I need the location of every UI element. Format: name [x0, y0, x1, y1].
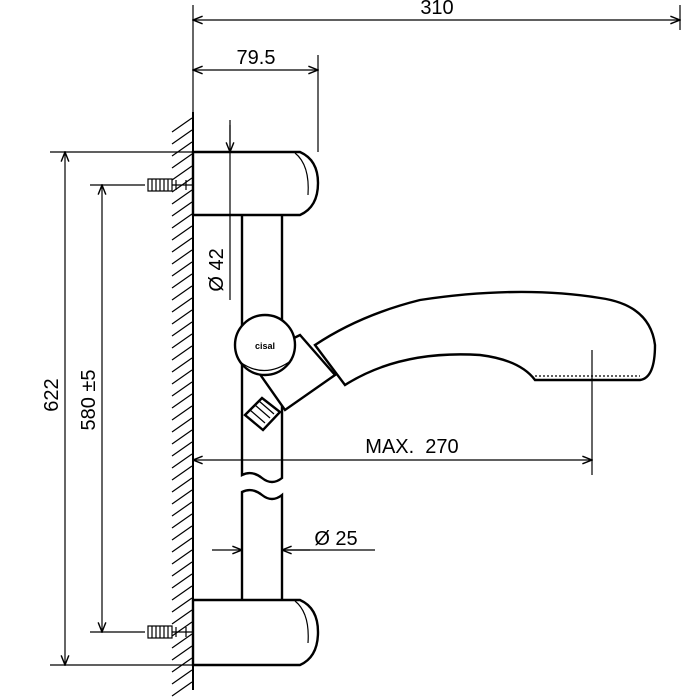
wall-hatch-line	[171, 477, 193, 493]
wall-hatch-line	[171, 285, 193, 301]
dim-fixing-distance: 580 ±5	[78, 369, 100, 430]
wall-hatch-line	[171, 129, 193, 145]
wall-hatch-line	[171, 609, 193, 625]
dim-bracket-diameter: Ø 42	[206, 248, 228, 291]
wall-hatch-line	[171, 561, 193, 577]
wall-hatch-line	[171, 501, 193, 517]
wall-hatch-line	[171, 597, 193, 613]
wall-hatch-line	[171, 441, 193, 457]
top-bracket	[191, 150, 320, 217]
wall-hatch-line	[171, 297, 193, 313]
wall-hatch-line	[171, 465, 193, 481]
wall-hatch-line	[171, 189, 193, 205]
wall-hatch-line	[171, 537, 193, 553]
wall-hatch-line	[171, 141, 193, 157]
wall-hatch-line	[171, 513, 193, 529]
dim-rail-diameter: Ø 25	[314, 528, 357, 550]
wall-hatch-line	[171, 573, 193, 589]
wall-hatch-line	[171, 261, 193, 277]
wall	[171, 112, 194, 697]
wall-hatch-line	[171, 633, 193, 649]
wall-hatch-line	[171, 201, 193, 217]
dim-total-height: 622	[41, 378, 63, 411]
bottom-bracket	[191, 598, 320, 667]
brand-logo: cisal	[255, 341, 275, 351]
top-screw	[147, 178, 193, 192]
wall-hatch-line	[171, 345, 193, 361]
wall-hatch-line	[171, 225, 193, 241]
wall-hatch-line	[171, 645, 193, 661]
wall-hatch-line	[171, 333, 193, 349]
wall-hatch-line	[171, 417, 193, 433]
wall-hatch-line	[171, 549, 193, 565]
wall-hatch-line	[171, 321, 193, 337]
hand-shower	[243, 290, 657, 432]
wall-hatch-line	[171, 621, 193, 637]
wall-hatch-line	[171, 489, 193, 505]
wall-hatch-line	[171, 393, 193, 409]
wall-hatch-line	[171, 117, 193, 133]
wall-hatch-line	[171, 405, 193, 421]
wall-hatch-line	[171, 309, 193, 325]
wall-hatch-line	[171, 249, 193, 265]
wall-hatch-line	[171, 681, 193, 697]
wall-hatch-line	[171, 165, 193, 181]
slider: cisal	[233, 313, 297, 377]
wall-hatch-line	[171, 369, 193, 385]
dim-bracket-depth: 79.5	[237, 47, 276, 69]
wall-hatch-line	[171, 669, 193, 685]
wall-hatch-line	[171, 453, 193, 469]
wall-hatch-line	[171, 429, 193, 445]
wall-hatch-line	[171, 213, 193, 229]
wall-hatch-line	[171, 153, 193, 169]
wall-hatch-line	[171, 381, 193, 397]
wall-hatch-line	[171, 525, 193, 541]
hose-connector	[243, 396, 282, 432]
dimension-lines	[50, 5, 680, 665]
dim-max-reach: MAX. 270	[365, 436, 458, 458]
wall-hatch-line	[171, 237, 193, 253]
wall-hatch-line	[171, 273, 193, 289]
dim-total-width: 310	[420, 0, 453, 19]
wall-hatch-line	[171, 357, 193, 373]
wall-hatch-line	[171, 585, 193, 601]
bottom-screw	[147, 625, 193, 639]
